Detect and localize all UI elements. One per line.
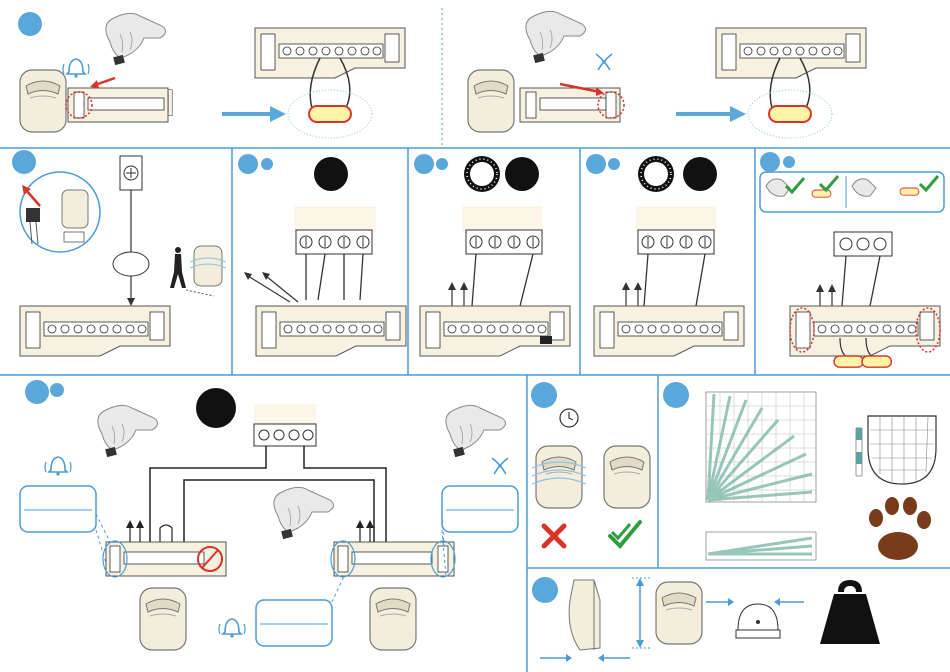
wire-cutter-icon	[596, 54, 612, 70]
step-badge	[608, 158, 620, 170]
pir-sensor-icon	[370, 588, 416, 650]
hand-icon	[274, 487, 334, 539]
eol-resistor-icon	[900, 188, 919, 195]
panel-2-wire-a	[420, 156, 570, 356]
pir-sensor-icon	[140, 588, 186, 650]
step-badge	[238, 154, 258, 174]
panel-eol-options	[760, 172, 944, 367]
step-badge	[586, 154, 606, 174]
screw-terminal-icon	[466, 230, 542, 254]
weight-icon	[820, 580, 880, 644]
eol-resistor-icon	[812, 190, 831, 197]
terminal-block-icon	[255, 28, 405, 78]
dome-icon	[736, 604, 780, 638]
panel-cut-tamper	[468, 11, 866, 138]
panel-2-wire-b	[594, 156, 744, 356]
panel-walk-test	[20, 13, 405, 138]
info-box	[20, 486, 96, 532]
arrow-icon	[26, 190, 40, 206]
pir-sensor-icon	[536, 446, 582, 508]
step-badge	[18, 12, 42, 36]
person-walking-icon	[170, 247, 186, 288]
paw-icon	[869, 497, 931, 560]
eol-resistor-icon	[862, 356, 891, 367]
step-badge	[532, 577, 558, 603]
terminal-block-icon	[256, 306, 406, 356]
bell-icon	[63, 59, 89, 78]
black-dot-icon	[505, 157, 539, 191]
black-dot-icon	[314, 157, 348, 191]
pir-sensor-icon	[20, 70, 66, 132]
black-dot-icon	[683, 157, 717, 191]
panel-jumper	[20, 156, 226, 356]
cross-icon	[544, 526, 564, 546]
hand-icon	[106, 13, 166, 65]
step-badge	[414, 154, 434, 174]
hand-icon	[526, 11, 586, 63]
check-icon	[786, 178, 804, 192]
check-icon	[820, 176, 838, 190]
info-box	[442, 486, 518, 532]
bell-icon	[45, 457, 71, 476]
eol-resistor-icon	[834, 356, 863, 367]
panel-warm-up	[532, 409, 650, 546]
panel-tamper-loop	[20, 388, 518, 650]
pir-side-view-icon	[569, 580, 600, 650]
step-badge	[50, 383, 64, 397]
terminal-block-icon	[790, 306, 940, 356]
pir-sensor-icon	[604, 446, 650, 508]
pir-sensor-icon	[468, 70, 514, 132]
pir-sensor-icon	[656, 582, 702, 644]
step-badge	[760, 152, 780, 172]
terminal-block-icon	[20, 306, 170, 356]
screw-terminal-icon	[296, 230, 372, 254]
screw-terminal-icon	[120, 156, 142, 190]
eol-resistor-icon	[769, 106, 811, 122]
screw-terminal-icon	[254, 424, 316, 446]
step-badge	[261, 158, 273, 170]
step-badge	[663, 382, 689, 408]
step-badge	[436, 158, 448, 170]
eol-resistor-icon	[309, 106, 351, 122]
step-badge	[783, 156, 795, 168]
terminal-block-icon	[420, 306, 570, 356]
info-box	[256, 600, 332, 646]
wire-cutter-icon	[492, 458, 508, 474]
screw-terminal-icon	[638, 230, 714, 254]
terminal-block-icon	[716, 28, 866, 78]
black-dot-icon	[196, 388, 236, 428]
step-badge	[25, 380, 49, 404]
step-badge	[12, 150, 36, 174]
terminal-block-icon	[594, 306, 744, 356]
clock-icon	[560, 409, 578, 427]
lens-icon	[856, 416, 936, 484]
panel-dimensions	[540, 578, 880, 662]
jumper-icon	[26, 208, 40, 222]
detection-zone-icon	[706, 392, 816, 560]
hand-icon	[446, 405, 506, 457]
panel-4-wire	[244, 157, 406, 356]
step-badge	[531, 382, 557, 408]
hand-icon	[98, 405, 158, 457]
bell-icon	[219, 619, 245, 638]
check-icon	[920, 176, 938, 190]
panel-coverage	[706, 392, 936, 560]
